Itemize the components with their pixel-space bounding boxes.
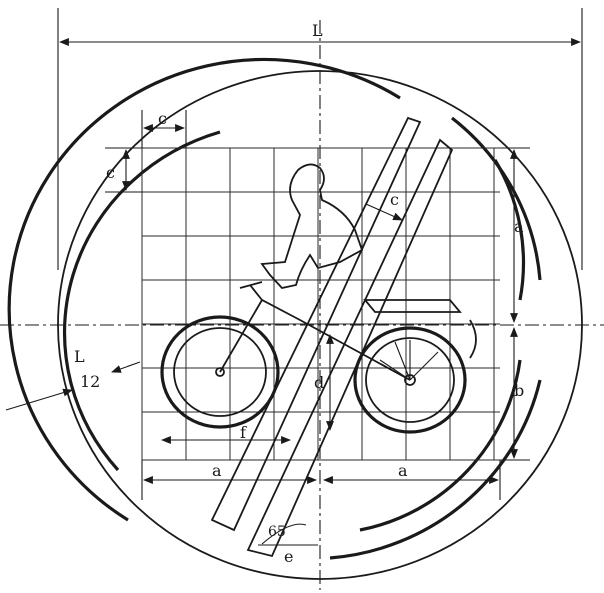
right-diagonal-bar bbox=[246, 138, 454, 558]
label-lower-height: b bbox=[514, 381, 524, 400]
dimension-upper-height: a bbox=[500, 147, 530, 323]
label-bar-offset-c: c bbox=[390, 190, 399, 209]
rear-rack bbox=[363, 299, 462, 313]
label-wheel-drop: d bbox=[314, 373, 324, 392]
bicycle bbox=[160, 281, 477, 434]
rear-wheel-inner bbox=[365, 337, 455, 423]
dimension-ring-thickness: L 12 bbox=[5, 347, 141, 411]
dimension-wheel-drop: d bbox=[314, 334, 334, 431]
dimension-lower-height: b bbox=[500, 327, 530, 461]
dimension-grid-cell-c: c bbox=[105, 147, 142, 193]
label-right-half: a bbox=[398, 461, 408, 480]
ring-arc-left-outer bbox=[7, 57, 401, 522]
inner-ring bbox=[7, 57, 542, 560]
angle-arc bbox=[261, 523, 307, 545]
dimension-angle: 65 e bbox=[258, 523, 318, 566]
label-border-c: c bbox=[158, 109, 167, 128]
front-hub bbox=[215, 367, 225, 377]
dimension-bottom-halves: a a bbox=[141, 460, 501, 500]
label-upper-height: a bbox=[514, 217, 524, 236]
dimension-overall-width: L bbox=[57, 8, 583, 270]
label-angle: e bbox=[284, 547, 293, 566]
label-angle-value: 65 bbox=[268, 524, 286, 540]
dimension-bar-offset-c: c bbox=[365, 190, 403, 221]
construction-grid bbox=[141, 147, 500, 461]
outer-circle bbox=[57, 70, 583, 580]
front-wheel-outer bbox=[160, 315, 280, 429]
label-wheel-span: f bbox=[240, 423, 247, 442]
label-grid-cell-c: c bbox=[106, 163, 115, 182]
handlebar bbox=[239, 281, 263, 301]
dimension-border-c: c bbox=[141, 109, 187, 148]
rear-spokes bbox=[379, 340, 439, 381]
rear-wheel-outer bbox=[353, 326, 467, 434]
ring-arc-left-upper bbox=[62, 130, 221, 472]
ring-arc-right-inner-lower bbox=[359, 359, 522, 532]
front-wheel-inner bbox=[173, 327, 267, 417]
label-ring-top: L bbox=[74, 347, 85, 366]
label-ring-bottom: 12 bbox=[80, 372, 100, 391]
ring-arc-right-inner bbox=[493, 159, 526, 301]
ring-arc-right-lower bbox=[329, 379, 542, 560]
ring-arc-right-upper bbox=[451, 116, 542, 281]
rider-silhouette bbox=[260, 163, 364, 289]
rear-fender bbox=[469, 319, 477, 359]
label-overall-width: L bbox=[312, 21, 323, 40]
center-lines bbox=[0, 20, 604, 590]
dimension-wheel-span: f bbox=[161, 423, 291, 444]
rider bbox=[260, 163, 364, 289]
label-left-half: a bbox=[212, 461, 222, 480]
bike-frame bbox=[219, 298, 411, 381]
